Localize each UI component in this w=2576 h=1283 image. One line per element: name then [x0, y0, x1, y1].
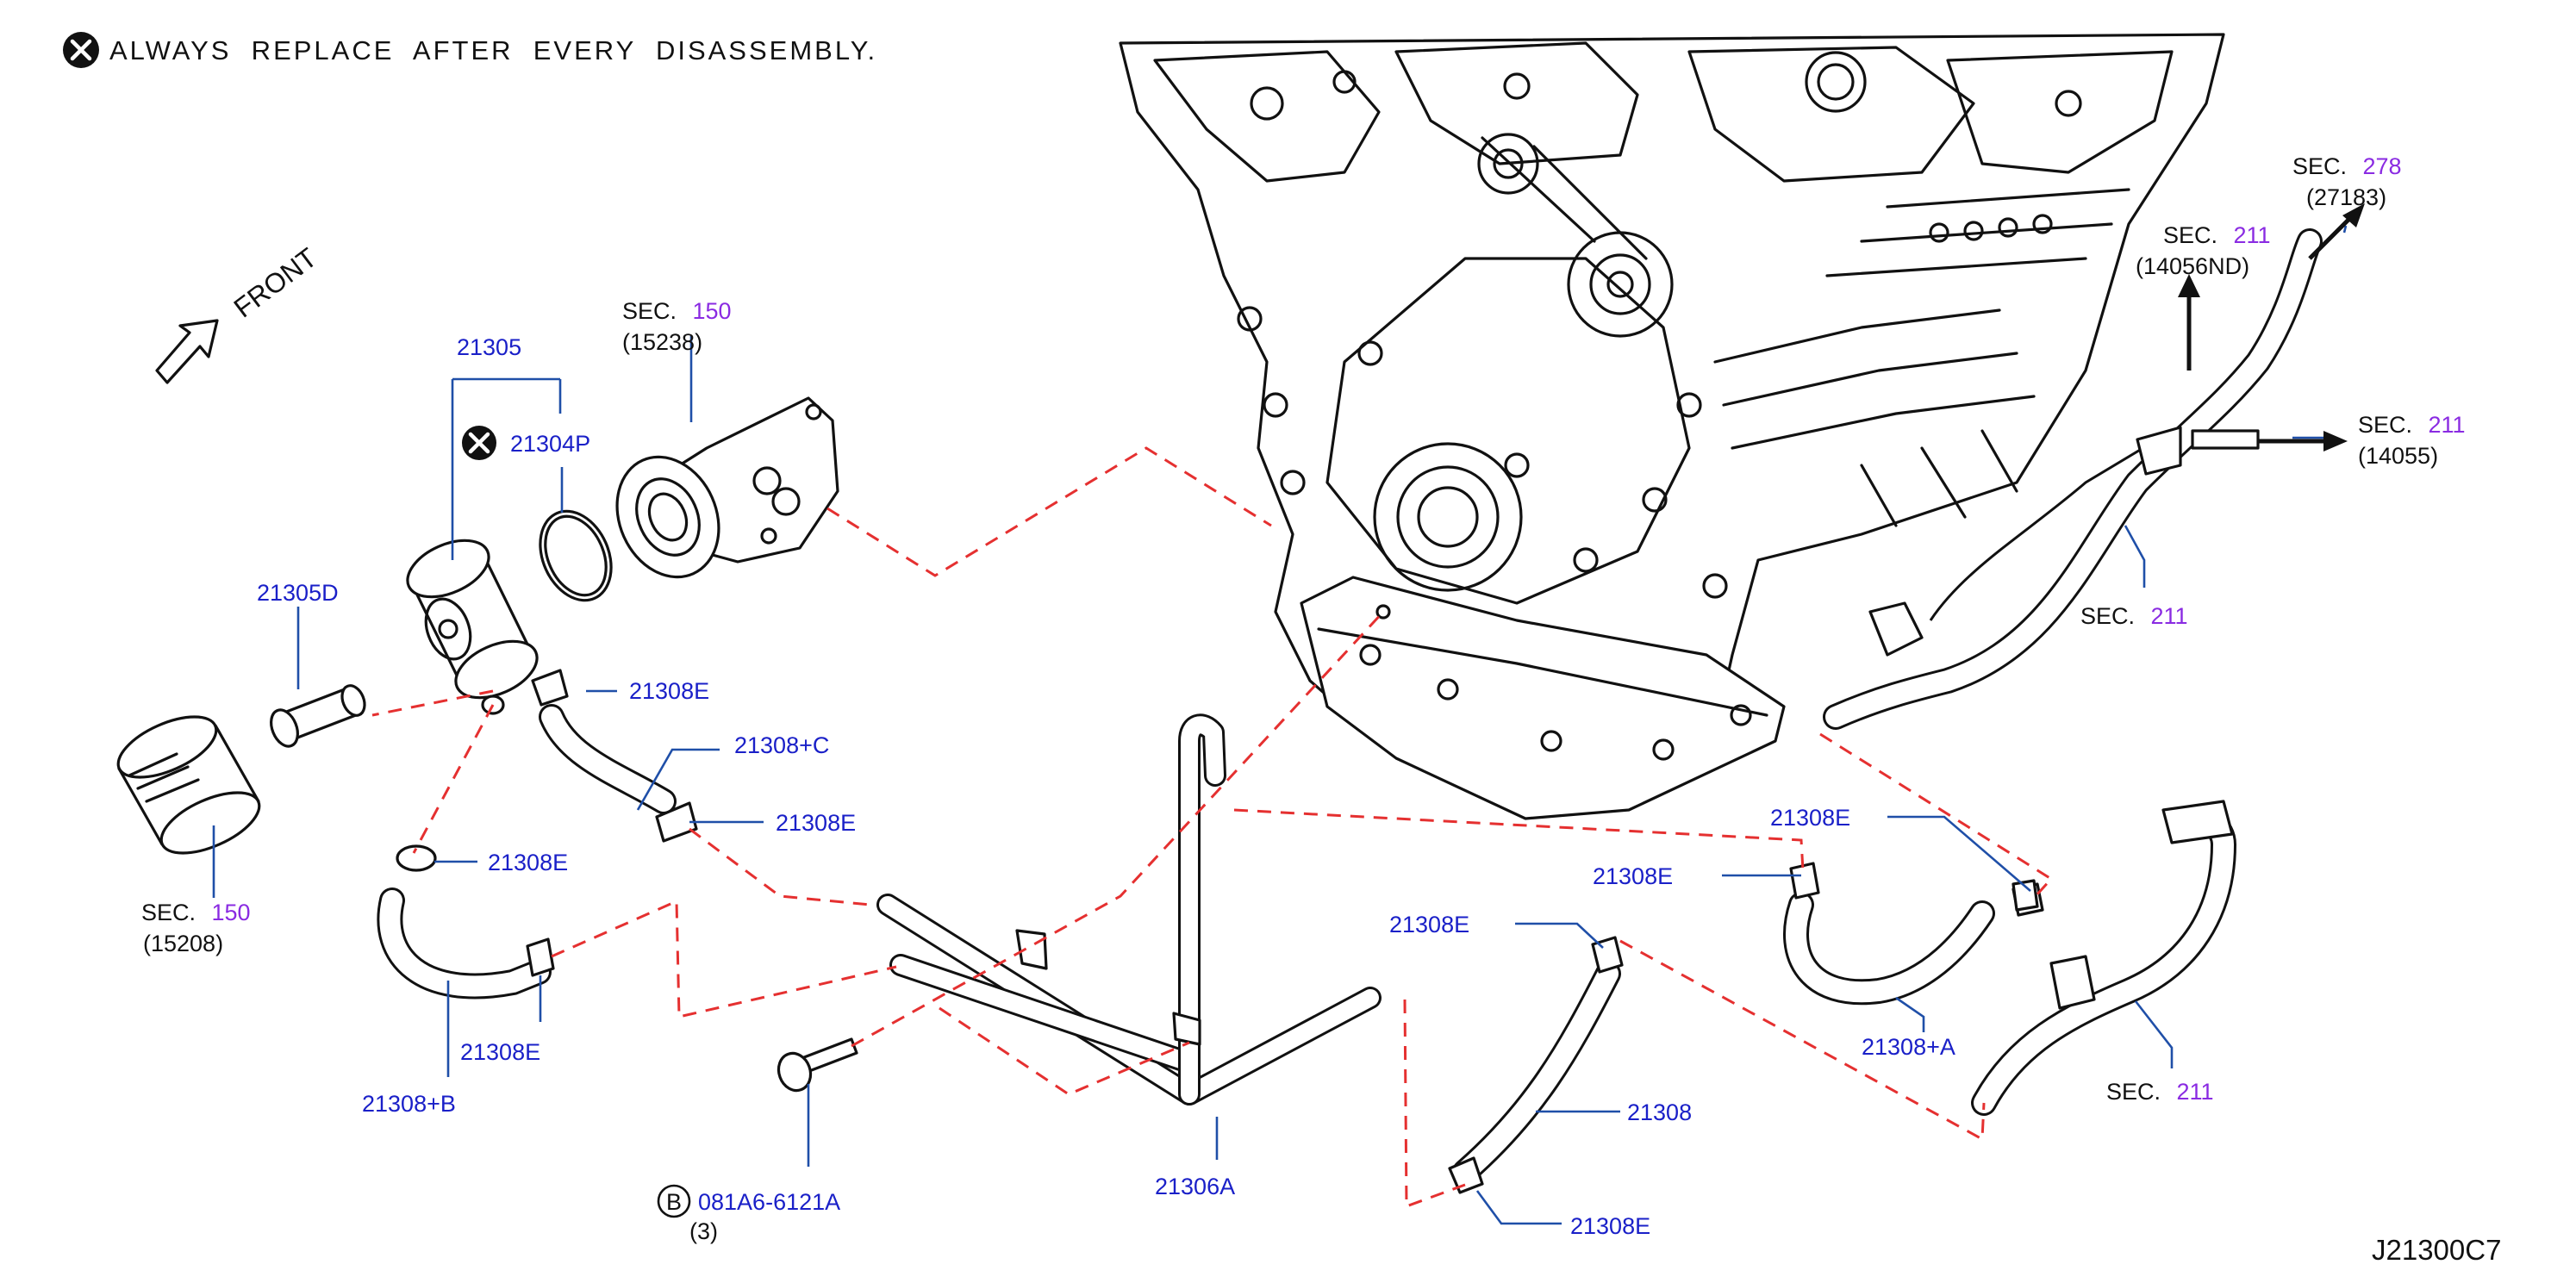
hose-21308-illustration	[1448, 936, 1624, 1194]
bolt-label-group: B 081A6-6121A (3)	[657, 1184, 840, 1244]
label-21304P: 21304P	[510, 431, 590, 457]
part-labels: 21305 21304P 21305D 21308E 21308+C 21308…	[257, 334, 1955, 1244]
hose-21308C-illustration	[539, 704, 677, 814]
label-21308A: 21308+A	[1862, 1034, 1955, 1060]
hose-21308A-illustration	[1783, 862, 2044, 1006]
label-21308E-1: 21308E	[629, 678, 709, 704]
label-21306A: 21306A	[1155, 1174, 1235, 1199]
sec-278-code: (27183)	[2306, 184, 2386, 210]
label-21304P-group: 21304P	[462, 426, 590, 460]
section-arrows	[2178, 203, 2365, 452]
label-21305: 21305	[457, 334, 521, 360]
sec-211-c: SEC. 211	[2080, 603, 2188, 629]
section-labels: SEC. 150 (15238) SEC. 150 (15208) SEC. 2…	[141, 153, 2466, 1105]
clamp-illustration	[396, 669, 698, 977]
filter-bracket-illustration	[615, 396, 839, 579]
tube-assembly-upper-illustration	[1823, 228, 2323, 730]
label-21308E-5: 21308E	[1570, 1213, 1650, 1239]
notice-text: ALWAYS REPLACE AFTER EVERY DISASSEMBLY.	[109, 35, 877, 65]
o-ring-21304P-illustration	[539, 509, 613, 602]
sec-150-top: SEC. 150	[622, 298, 732, 324]
arrow-icon	[155, 319, 219, 384]
hose-21308B-illustration	[377, 888, 552, 1000]
sec-150-filter: SEC. 150	[141, 900, 251, 925]
label-21308E-2: 21308E	[776, 810, 856, 836]
bolt-symbol: B	[666, 1189, 682, 1215]
oil-cooler-illustration	[406, 539, 539, 700]
x-circle-icon	[63, 32, 99, 68]
label-21308E-8: 21308E	[1770, 805, 1850, 831]
label-21305D: 21305D	[257, 580, 339, 606]
label-21308E-4: 21308E	[460, 1039, 540, 1065]
label-bolt-code: 081A6-6121A	[698, 1189, 840, 1215]
sec-150-top-code: (15238)	[622, 329, 702, 355]
label-21308C: 21308+C	[734, 732, 829, 758]
label-21308B: 21308+B	[362, 1091, 456, 1117]
label-21308E-3: 21308E	[488, 850, 568, 875]
label-bolt-qty: (3)	[689, 1218, 718, 1244]
connector-21305D-illustration	[270, 684, 366, 748]
sec-211-a-code: (14056ND)	[2136, 253, 2249, 279]
bolt-illustration	[777, 1037, 858, 1093]
sec-278: SEC. 278	[2292, 153, 2402, 179]
label-21308E-6: 21308E	[1389, 912, 1469, 937]
replace-notice: ALWAYS REPLACE AFTER EVERY DISASSEMBLY.	[63, 32, 877, 68]
sec-211-d: SEC. 211	[2106, 1079, 2214, 1105]
diagram-code: J21300C7	[2372, 1234, 2501, 1266]
x-circle-icon	[462, 426, 496, 460]
sec-150-filter-code: (15208)	[143, 931, 223, 956]
sec-211-b: SEC. 211	[2358, 412, 2466, 438]
label-21308E-7: 21308E	[1593, 863, 1673, 889]
sec-211-a: SEC. 211	[2163, 222, 2271, 248]
tube-assembly-lower-illustration	[1971, 800, 2236, 1116]
oil-filter-illustration	[116, 715, 261, 855]
label-21308: 21308	[1627, 1099, 1692, 1125]
sec-211-b-code: (14055)	[2358, 443, 2438, 469]
leader-lines	[212, 225, 2348, 1225]
front-direction-indicator: FRONT	[155, 242, 323, 384]
pipe-21306A-illustration	[876, 713, 1382, 1105]
engine-block-illustration	[1119, 33, 2225, 820]
front-label: FRONT	[228, 242, 323, 324]
assembly-path-lines	[371, 446, 2054, 1209]
